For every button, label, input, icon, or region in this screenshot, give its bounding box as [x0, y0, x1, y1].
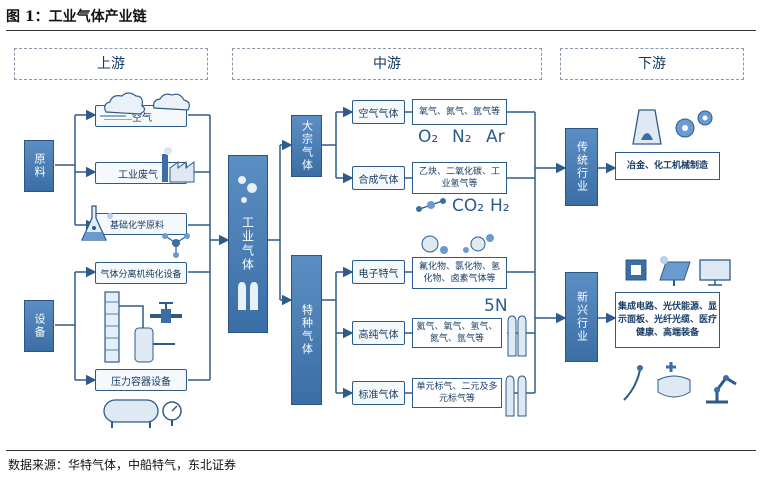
- mask-icon: [657, 362, 691, 398]
- cylinder-icon-mid: [238, 282, 258, 310]
- gears-icon: [675, 110, 713, 138]
- synthetic-gas-detail: 乙炔、二氧化碳、工业氢气等: [412, 162, 507, 194]
- emerging-icons-top: [625, 256, 731, 286]
- molecule-icon-mid: [238, 176, 257, 203]
- chip-icon: [625, 259, 647, 281]
- emerging-icons-bottom: [623, 362, 737, 404]
- molecule-chain-icon: [416, 198, 446, 212]
- formula-ar: Ar: [486, 127, 505, 147]
- separation-equipment-item: 气体分离机纯化设备: [95, 262, 187, 284]
- standard-gas-detail: 单元标气、二元及多元标气等: [412, 378, 502, 408]
- high-purity-detail: 氦气、氧气、氢气、氮气、氩气等: [412, 318, 502, 348]
- stage-midstream: 中游: [232, 48, 542, 80]
- formula-n2: N₂: [452, 127, 472, 147]
- figure-title: 图 1：工业气体产业链: [6, 9, 147, 25]
- top-rule: [6, 30, 756, 31]
- tower-icon: [104, 291, 175, 363]
- air-gas-detail: 氧气、氮气、氩气等: [412, 99, 507, 125]
- raw-materials-box: 原料: [24, 140, 54, 192]
- gauge-icon: [162, 401, 182, 426]
- molecule-icon: [162, 233, 190, 258]
- air-gas-category: 空气气体: [352, 100, 405, 124]
- traditional-industry-box: 传统行业: [565, 128, 598, 206]
- solar-panel-icon: [659, 256, 691, 286]
- emerging-detail: 集成电路、光伏能源、显示面板、光纤光缆、医疗健康、高端装备: [615, 292, 720, 348]
- traditional-detail: 冶金、化工机械制造: [615, 152, 720, 180]
- emerging-industry-box: 新兴行业: [565, 272, 598, 362]
- factory-icon: [162, 147, 195, 183]
- high-purity-category: 高纯气体: [352, 321, 405, 345]
- furnace-icon: [632, 109, 713, 145]
- industrial-gas-box: 工业气体: [228, 155, 268, 333]
- formula-co2: CO₂: [452, 196, 485, 216]
- cylinder-icon: [507, 315, 527, 357]
- stage-downstream: 下游: [560, 48, 744, 80]
- formula-h2: H₂: [490, 196, 510, 216]
- figure-source: 数据来源：华特气体，中船特气，东北证券: [8, 458, 237, 472]
- stage-upstream: 上游: [14, 48, 208, 80]
- electronic-gas-category: 电子特气: [352, 260, 405, 284]
- synthetic-gas-category: 合成气体: [352, 166, 405, 190]
- robot-arm-icon: [706, 375, 737, 404]
- cylinder-icon-2: [505, 375, 527, 417]
- standard-gas-category: 标准气体: [352, 381, 405, 405]
- formula-o2: O₂: [418, 127, 439, 147]
- flask-icon: [80, 205, 113, 241]
- molecule-pair-icon: [421, 234, 494, 254]
- pressure-vessel-item: 压力容器设备: [95, 369, 187, 391]
- tank-icon: [103, 399, 159, 428]
- electronic-gas-detail: 氟化物、氯化物、氢化物、卤素气体等: [412, 257, 507, 289]
- special-gas-box: 特种气体: [291, 255, 322, 405]
- valve-icon: [150, 302, 182, 323]
- bulk-gas-box: 大宗气体: [291, 115, 322, 177]
- formula-5n: 5N: [484, 296, 508, 316]
- monitor-icon: [699, 259, 731, 286]
- bottom-rule: [6, 450, 756, 451]
- fiber-icon: [623, 365, 643, 401]
- equipment-box: 设备: [24, 300, 54, 352]
- cloud-icon: [100, 92, 190, 120]
